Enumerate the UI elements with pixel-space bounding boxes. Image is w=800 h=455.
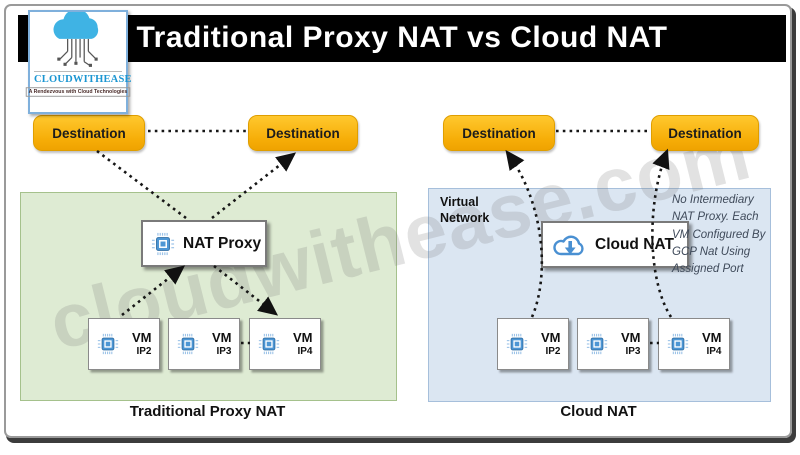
cloud-tree-icon — [52, 12, 99, 68]
logo-tagline: A Rendezvous with Cloud Technologies — [25, 87, 131, 97]
vm-box-right-ip2: VM IP2 — [497, 318, 569, 370]
vm-box-right-ip4: VM IP4 — [658, 318, 730, 370]
vm-ip-label: IP4 — [706, 345, 722, 357]
vm-label: VM — [541, 330, 561, 346]
vm-label: VM — [702, 330, 722, 346]
vm-ip-label: IP2 — [136, 345, 152, 357]
cloud-download-icon — [553, 235, 584, 256]
vm-label: VM — [293, 330, 313, 346]
logo-name: CLOUDWITHEASE — [34, 71, 132, 85]
cloudwithease-logo: CLOUDWITHEASE A Rendezvous with Cloud Te… — [25, 10, 132, 114]
vm-box-right-ip3: VM IP3 — [577, 318, 649, 370]
cpu-chip-icon — [96, 333, 119, 355]
cpu-chip-icon — [176, 333, 199, 355]
page-title: Traditional Proxy NAT vs Cloud NAT — [18, 15, 786, 62]
cloud-nat-label: Cloud NAT — [595, 235, 674, 253]
destination-box-right-2: Destination — [651, 115, 759, 151]
vm-label: VM — [132, 330, 152, 346]
nat-proxy-box: NAT Proxy — [141, 220, 267, 267]
cloud-nat-note: No Intermediary NAT Proxy. Each VM Confi… — [672, 194, 766, 275]
left-panel-caption: Traditional Proxy NAT — [129, 403, 286, 420]
cpu-chip-icon — [151, 231, 175, 256]
vm-ip-label: IP3 — [625, 345, 641, 357]
vm-ip-label: IP4 — [297, 345, 313, 357]
vm-label: VM — [621, 330, 641, 346]
vm-label: VM — [212, 330, 232, 346]
vm-box-left-ip2: VM IP2 — [88, 318, 160, 370]
destination-box-right-1: Destination — [443, 115, 555, 151]
cpu-chip-icon — [585, 333, 608, 355]
virtual-network-label: Virtual Network — [440, 195, 490, 226]
vm-ip-label: IP2 — [545, 345, 561, 357]
cloud-nat-box: Cloud NAT — [541, 221, 689, 268]
vm-ip-label: IP3 — [216, 345, 232, 357]
vm-box-left-ip4: VM IP4 — [249, 318, 321, 370]
right-panel-caption: Cloud NAT — [560, 403, 637, 420]
cpu-chip-icon — [505, 333, 528, 355]
cpu-chip-icon — [257, 333, 280, 355]
cpu-chip-icon — [666, 333, 689, 355]
nat-proxy-label: NAT Proxy — [183, 234, 262, 252]
destination-box-left-1: Destination — [33, 115, 145, 151]
destination-box-left-2: Destination — [248, 115, 358, 151]
vm-box-left-ip3: VM IP3 — [168, 318, 240, 370]
